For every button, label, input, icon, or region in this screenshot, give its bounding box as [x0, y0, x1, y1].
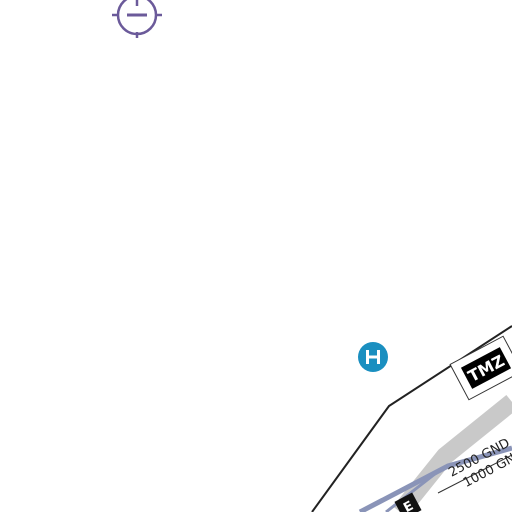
airspace-band: [392, 394, 512, 512]
class-e-marker: E: [394, 492, 422, 512]
class-e-border: [358, 445, 512, 512]
reporting-point-icon[interactable]: [112, 0, 162, 38]
inner-boundary: [437, 454, 512, 494]
heliport-icon[interactable]: [358, 342, 388, 372]
tmz-label: TMZ: [449, 335, 512, 401]
tmz-boundary: [311, 325, 512, 512]
